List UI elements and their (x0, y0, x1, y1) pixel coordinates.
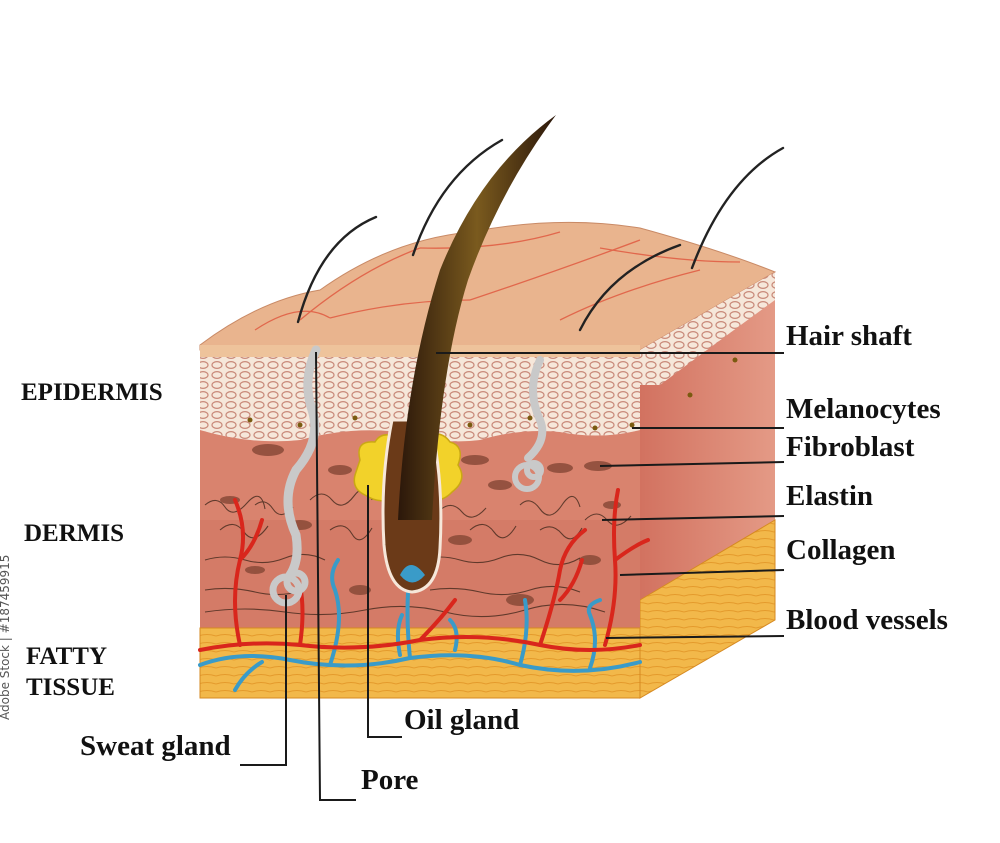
label-pore: Pore (361, 764, 419, 796)
side-face-epidermis (640, 272, 775, 385)
label-epidermis: EPIDERMIS (21, 379, 163, 406)
sweat-gland-right (524, 356, 547, 462)
label-hair-shaft: Hair shaft (786, 320, 912, 352)
label-fatty-tissue-line1: FATTY (26, 643, 108, 670)
sweat-gland-coil-right (512, 460, 544, 492)
leader-fibroblast (599, 461, 785, 467)
leader-oil-gland (367, 485, 402, 738)
label-melanocytes: Melanocytes (786, 393, 941, 425)
leader-pore (315, 351, 356, 801)
leader-elastin (601, 515, 785, 521)
label-fatty-tissue-line2: TISSUE (26, 674, 115, 701)
label-oil-gland: Oil gland (404, 704, 520, 736)
label-dermis: DERMIS (24, 520, 125, 547)
label-fibroblast: Fibroblast (786, 431, 915, 463)
label-collagen: Collagen (786, 534, 896, 566)
label-elastin: Elastin (786, 480, 874, 512)
leader-blood-vessels (605, 635, 785, 639)
stock-credit: Adobe Stock | #187459915 (0, 554, 12, 720)
label-sweat-gland: Sweat gland (80, 730, 231, 762)
sweat-gland-left (283, 345, 321, 580)
leader-collagen (619, 569, 785, 576)
melanocyte-dots (247, 357, 738, 431)
leader-lines (240, 351, 785, 801)
hair-papilla (400, 565, 425, 583)
surface-capillaries (254, 231, 741, 331)
leader-sweat-gland (240, 595, 287, 766)
surface-hairs (296, 138, 785, 332)
label-blood-vessels: Blood vessels (786, 604, 948, 636)
hair-shaft (398, 115, 556, 520)
